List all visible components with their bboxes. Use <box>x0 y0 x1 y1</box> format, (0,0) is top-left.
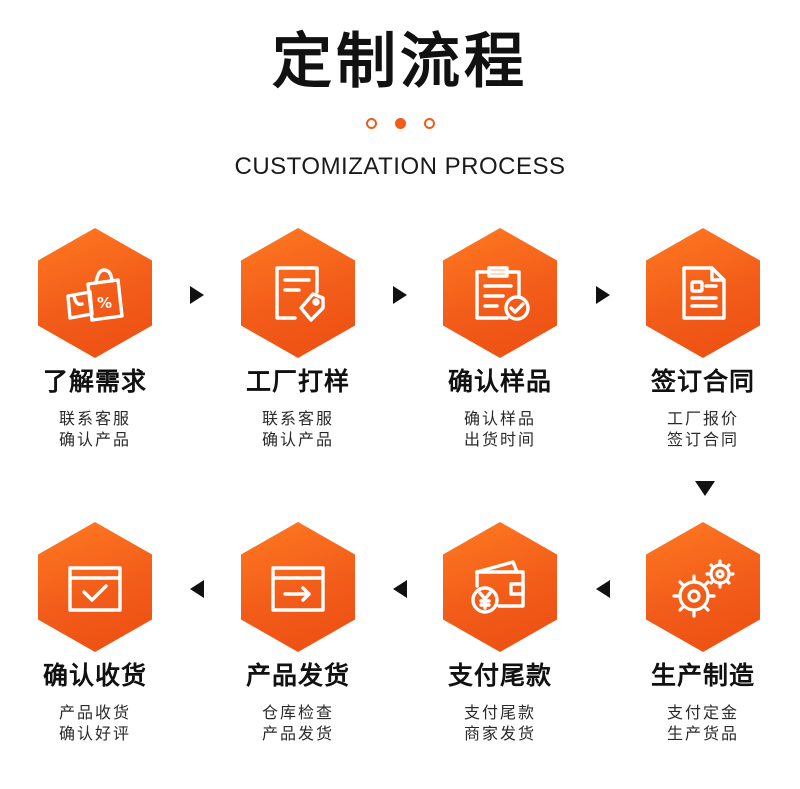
step-understand-needs: % 了解需求 联系客服 确认产品 <box>0 228 190 450</box>
step-title: 支付尾款 <box>447 661 552 690</box>
shopping-bag-icon: % <box>66 268 124 322</box>
step-title: 签订合同 <box>650 367 755 396</box>
document-tag-icon <box>275 266 325 322</box>
step-hexagon: % <box>38 228 152 358</box>
step-hexagon <box>443 228 557 358</box>
arrow-right-icon <box>596 286 610 304</box>
step-desc-line: 工厂报价 <box>666 409 739 428</box>
step-description: 工厂报价 签订合同 <box>608 408 798 450</box>
step-factory-sampling: 工厂打样 联系客服 确认产品 <box>203 228 393 450</box>
step-hexagon <box>38 522 152 652</box>
step-desc-line: 商家发货 <box>463 724 536 743</box>
step-desc-line: 仓库检查 <box>261 703 334 722</box>
step-description: 产品收货 确认好评 <box>0 702 190 744</box>
step-production: 生产制造 支付定金 生产货品 <box>608 522 798 744</box>
step-confirm-receipt: 确认收货 产品收货 确认好评 <box>0 522 190 744</box>
step-desc-line: 产品收货 <box>58 703 131 722</box>
step-description: 仓库检查 产品发货 <box>203 702 393 744</box>
step-description: 确认样品 出货时间 <box>405 408 595 450</box>
decorative-dots <box>0 118 800 129</box>
step-confirm-sample: 确认样品 确认样品 出货时间 <box>405 228 595 450</box>
dot-icon <box>394 118 406 129</box>
step-desc-line: 生产货品 <box>666 724 739 743</box>
step-desc-line: 签订合同 <box>666 430 739 449</box>
svg-text:%: % <box>97 294 112 312</box>
clipboard-check-icon <box>475 266 530 321</box>
arrow-right-icon <box>393 286 407 304</box>
dot-icon <box>423 118 435 129</box>
arrow-right-icon <box>190 286 204 304</box>
step-desc-line: 联系客服 <box>58 409 131 428</box>
step-desc-line: 联系客服 <box>261 409 334 428</box>
gears-icon <box>672 559 735 618</box>
step-desc-line: 确认产品 <box>58 430 131 449</box>
step-title: 工厂打样 <box>245 367 350 396</box>
arrow-left-icon <box>190 580 204 598</box>
step-ship-product: 产品发货 仓库检查 产品发货 <box>203 522 393 744</box>
step-hexagon <box>241 228 355 358</box>
step-description: 联系客服 确认产品 <box>203 408 393 450</box>
arrow-down-icon <box>695 481 715 496</box>
page-title: 定制流程 <box>272 27 528 97</box>
step-title: 产品发货 <box>245 661 350 690</box>
step-title: 生产制造 <box>650 661 755 690</box>
step-description: 支付尾款 商家发货 <box>405 702 595 744</box>
step-hexagon <box>646 228 760 358</box>
contract-icon <box>682 266 726 320</box>
step-sign-contract: 签订合同 工厂报价 签订合同 <box>608 228 798 450</box>
arrow-left-icon <box>596 580 610 598</box>
step-hexagon <box>646 522 760 652</box>
wallet-yen-icon <box>471 560 525 614</box>
page-subtitle: CUSTOMIZATION PROCESS <box>234 153 566 180</box>
step-desc-line: 确认样品 <box>463 409 536 428</box>
step-hexagon <box>443 522 557 652</box>
step-hexagon <box>241 522 355 652</box>
arrow-left-icon <box>393 580 407 598</box>
box-check-icon <box>68 566 122 612</box>
step-title: 确认样品 <box>447 367 552 396</box>
step-desc-line: 支付尾款 <box>463 703 536 722</box>
step-desc-line: 确认产品 <box>261 430 334 449</box>
step-title: 了解需求 <box>42 367 147 396</box>
step-desc-line: 出货时间 <box>463 430 536 449</box>
step-description: 联系客服 确认产品 <box>0 408 190 450</box>
step-pay-balance: 支付尾款 支付尾款 商家发货 <box>405 522 595 744</box>
step-description: 支付定金 生产货品 <box>608 702 798 744</box>
step-desc-line: 支付定金 <box>666 703 739 722</box>
box-arrow-icon <box>271 566 325 612</box>
step-title: 确认收货 <box>42 661 147 690</box>
dot-icon <box>365 118 377 129</box>
step-desc-line: 确认好评 <box>58 724 131 743</box>
step-desc-line: 产品发货 <box>261 724 334 743</box>
